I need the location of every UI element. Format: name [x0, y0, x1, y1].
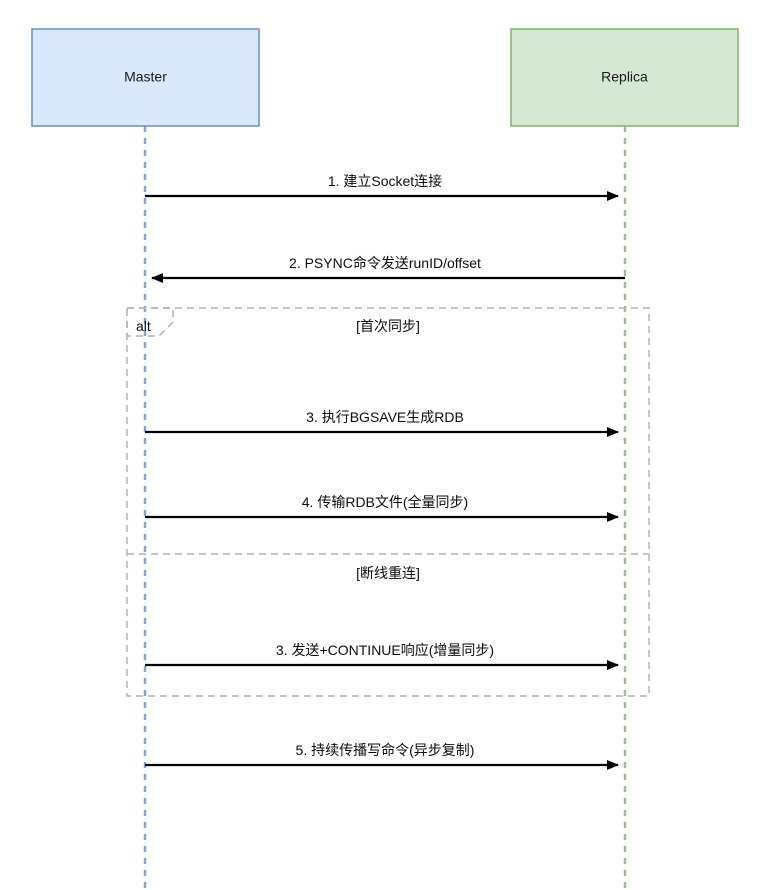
- message-5[interactable]: 3. 发送+CONTINUE响应(增量同步): [145, 642, 619, 670]
- participant-box-master[interactable]: [31, 28, 260, 127]
- message-label-2: 2. PSYNC命令发送runID/offset: [289, 255, 481, 271]
- fragment-guard-label-reconnect: [断线重连]: [356, 565, 420, 581]
- message-3[interactable]: 3. 执行BGSAVE生成RDB: [145, 409, 619, 437]
- message-1[interactable]: 1. 建立Socket连接: [145, 173, 619, 201]
- participant-box-replica[interactable]: [510, 28, 739, 127]
- message-4[interactable]: 4. 传输RDB文件(全量同步): [145, 494, 619, 522]
- participant-label-master: Master: [124, 69, 167, 85]
- message-label-4: 4. 传输RDB文件(全量同步): [302, 494, 468, 510]
- message-6[interactable]: 5. 持续传播写命令(异步复制): [145, 742, 619, 770]
- fragment-operator-tab: [126, 307, 174, 337]
- participant-replica[interactable]: Replica: [510, 28, 739, 127]
- participant-label-replica: Replica: [601, 69, 648, 85]
- fragment-guard-label-first-sync: [首次同步]: [356, 318, 420, 334]
- lifelines: [143, 126, 627, 890]
- fragment-operator-label: alt: [136, 318, 151, 334]
- fragment-frame: [126, 307, 650, 697]
- message-label-1: 1. 建立Socket连接: [328, 173, 442, 189]
- message-label-6: 5. 持续传播写命令(异步复制): [296, 742, 475, 758]
- alt-fragment[interactable]: alt [首次同步] [断线重连]: [126, 307, 650, 697]
- participant-master[interactable]: Master: [31, 28, 260, 127]
- message-label-5: 3. 发送+CONTINUE响应(增量同步): [276, 642, 494, 658]
- message-2[interactable]: 2. PSYNC命令发送runID/offset: [151, 255, 625, 283]
- message-label-3: 3. 执行BGSAVE生成RDB: [306, 409, 464, 425]
